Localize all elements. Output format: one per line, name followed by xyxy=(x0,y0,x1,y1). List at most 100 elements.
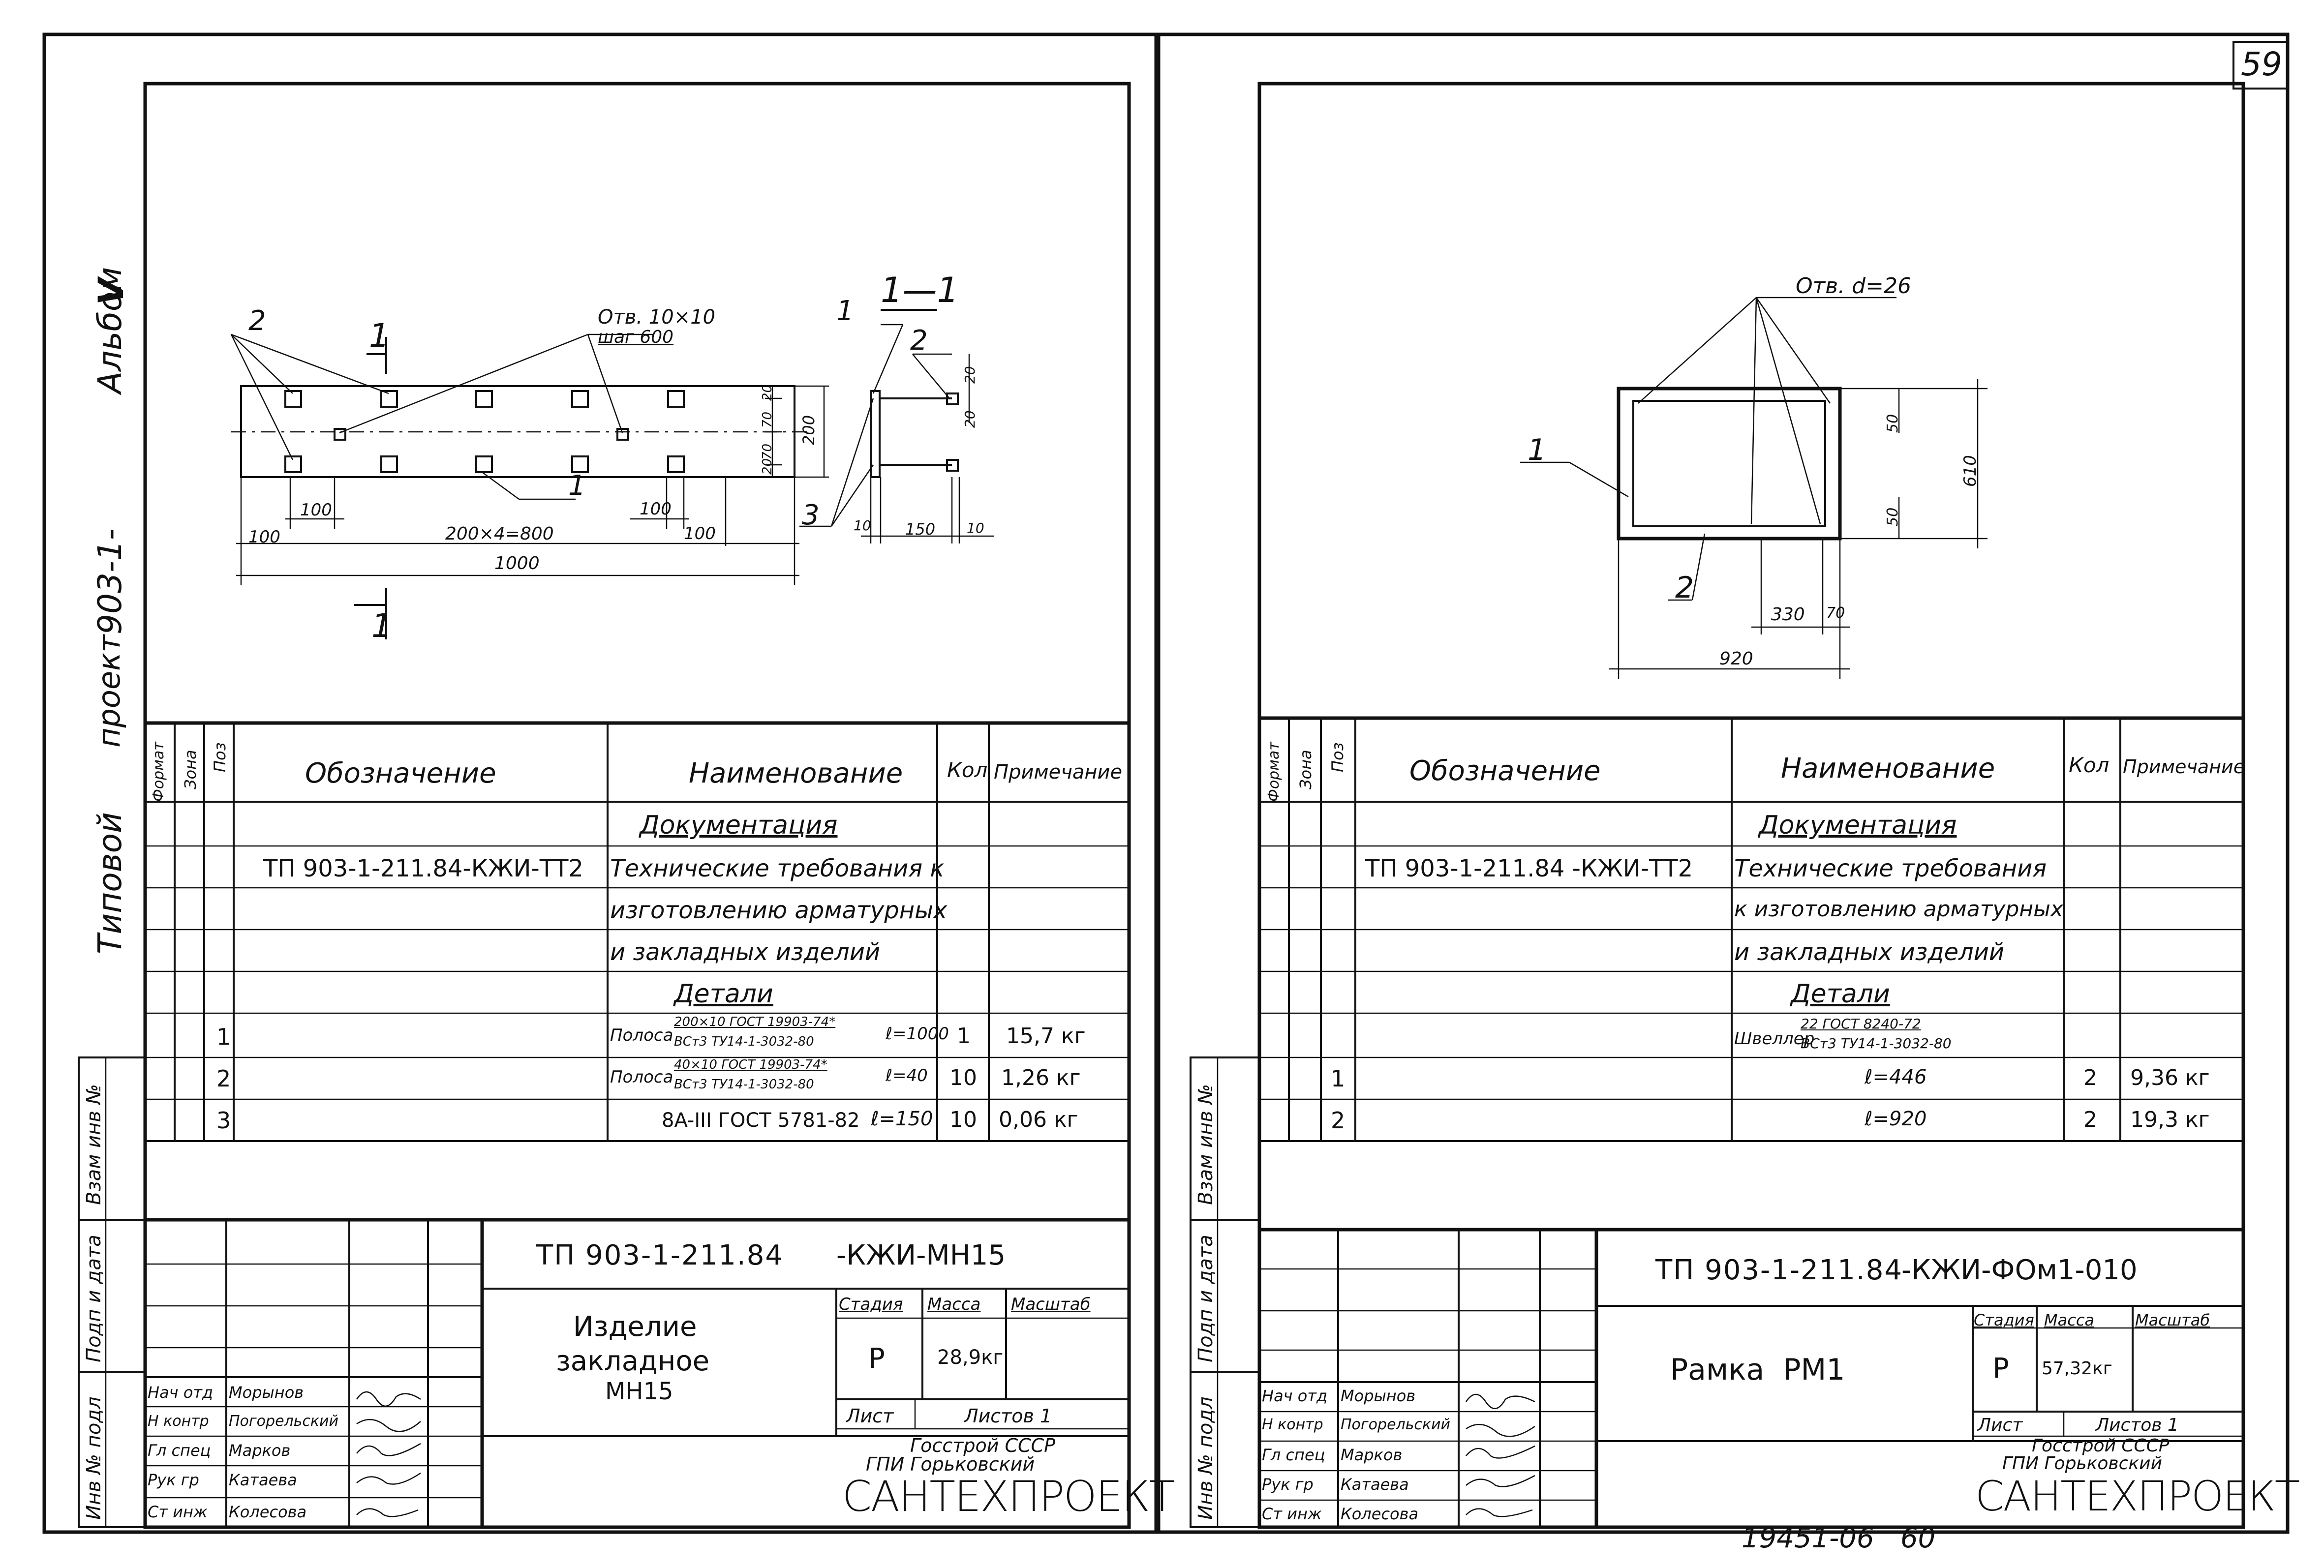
right-channel-prefix: Швеллер xyxy=(1734,1029,1815,1049)
dim-right-20-bot: 20 xyxy=(760,458,775,475)
right-doc-name-1: Технические требования xyxy=(1734,855,2047,882)
left-doc-name-3: и закладных изделий xyxy=(610,938,881,966)
right-margin-inv: Инв № подл xyxy=(1194,1396,1217,1520)
right-dim-610: 610 xyxy=(1960,455,1980,487)
left-tb-org-3: САНТЕХПРОЕКТ xyxy=(842,1472,1175,1521)
album-typical: Типовой xyxy=(91,812,129,954)
left-tb-mass-label: Масса xyxy=(927,1295,981,1314)
right-doc-name-3: и закладных изделий xyxy=(1734,938,2005,966)
archive-number: 19451-06 60 xyxy=(1742,1522,1936,1554)
left-row3-top: 8A-III ГОСТ 5781-82 xyxy=(662,1109,860,1132)
left-doc-name-1: Технические требования к xyxy=(610,855,945,882)
right-tb-scale-label: Масштаб xyxy=(2135,1311,2210,1329)
sect-dim-20-a: 20 xyxy=(962,366,978,384)
left-staff-role-4: Рук гр xyxy=(148,1471,199,1489)
left-row1-note: 15,7 кг xyxy=(1006,1024,1086,1049)
left-staff-name-5: Колесова xyxy=(229,1503,307,1521)
left-signatures xyxy=(356,1391,421,1517)
right-dim-50-top: 50 xyxy=(1884,414,1901,433)
left-row2-bot: ВСт3 ТУ14-1-3032-80 xyxy=(674,1077,814,1092)
left-section-callout-3: 3 xyxy=(802,499,820,531)
right-hdr-note: Примечание xyxy=(2123,756,2245,778)
right-row1-pos: 1 xyxy=(1331,1065,1345,1092)
right-section-docs: Документация xyxy=(1759,811,1957,840)
left-doc-code: ТП 903-1-211.84-КЖИ-ТТ2 xyxy=(263,855,583,882)
left-cut-mark-bottom: 1 xyxy=(371,607,392,645)
left-row3-len: ℓ=150 xyxy=(871,1108,933,1130)
dim-100-a: 100 xyxy=(248,527,280,547)
left-staff-role-1: Нач отд xyxy=(148,1383,214,1402)
left-doc-name-2: изготовлению арматурных xyxy=(610,897,948,924)
left-tb-item-2: закладное xyxy=(556,1345,710,1377)
sect-dim-10-a: 10 xyxy=(854,517,871,534)
right-staff-role-3: Гл спец xyxy=(1262,1446,1325,1464)
left-tb-code-suffix: -КЖИ-МН15 xyxy=(836,1239,1006,1271)
left-tb-sheets-label: Листов 1 xyxy=(964,1405,1052,1427)
right-row2-pos: 2 xyxy=(1331,1107,1345,1134)
right-row1-note: 9,36 кг xyxy=(2130,1065,2210,1090)
right-hdr-format: Формат xyxy=(1265,742,1283,802)
left-section-title: 1—1 xyxy=(881,270,959,310)
left-row2-len: ℓ=40 xyxy=(886,1066,928,1086)
right-hdr-designation: Обозначение xyxy=(1409,755,1601,787)
right-callout-2: 2 xyxy=(1675,571,1694,605)
left-row1-top: 200×10 ГОСТ 19903-74* xyxy=(674,1015,836,1029)
left-hole-note-1: Отв. 10×10 xyxy=(598,306,716,329)
right-signatures xyxy=(1465,1393,1535,1517)
left-hole-note-2: шаг 600 xyxy=(598,327,674,347)
right-tb-code: ТП 903-1-211.84 xyxy=(1655,1254,1903,1286)
left-tb-stage-label: Стадия xyxy=(839,1295,903,1314)
left-tb-org-2: ГПИ Горьковский xyxy=(866,1453,1035,1475)
right-dim-920: 920 xyxy=(1719,649,1753,669)
left-tb-sheet-label: Лист xyxy=(846,1405,894,1427)
right-row2-note: 19,3 кг xyxy=(2130,1107,2210,1132)
dim-right-70-b: 70 xyxy=(760,443,775,460)
right-tb-org-2: ГПИ Горьковский xyxy=(2002,1453,2162,1474)
dim-100-d: 100 xyxy=(684,524,716,543)
right-hdr-zone: Зона xyxy=(1296,750,1315,789)
sect-dim-20-b: 20 xyxy=(962,410,978,428)
left-row3-note: 0,06 кг xyxy=(999,1107,1078,1132)
left-section-callout-2: 2 xyxy=(910,325,928,357)
right-row1-len: ℓ=446 xyxy=(1865,1066,1927,1088)
right-staff-role-5: Ст инж xyxy=(1262,1505,1322,1523)
dim-right-20-top: 20 xyxy=(760,384,775,401)
right-tb-mass-label: Масса xyxy=(2044,1311,2095,1329)
right-tb-item: Рамка РМ1 xyxy=(1670,1353,1845,1387)
left-tb-scale-label: Масштаб xyxy=(1011,1295,1091,1314)
left-row1-prefix: Полоса xyxy=(610,1025,673,1045)
right-staff-role-2: Н контр xyxy=(1262,1416,1323,1433)
left-hdr-note: Примечание xyxy=(994,761,1123,784)
sect-dim-150: 150 xyxy=(905,520,936,539)
right-staff-name-1: Морынов xyxy=(1341,1387,1416,1405)
left-callout-2: 2 xyxy=(248,305,266,337)
right-doc-name-2: к изготовлению арматурных xyxy=(1734,897,2063,922)
right-staff-name-5: Колесова xyxy=(1341,1505,1419,1523)
right-staff-role-1: Нач отд xyxy=(1262,1387,1328,1405)
left-cut-mark-top: 1 xyxy=(369,317,390,355)
dim-right-70-a: 70 xyxy=(760,411,775,428)
right-row2-len: ℓ=920 xyxy=(1865,1108,1927,1130)
left-row1-qty: 1 xyxy=(957,1024,971,1049)
left-hdr-name: Наименование xyxy=(689,757,903,789)
right-tb-sheet-label: Лист xyxy=(1978,1415,2023,1435)
sect-dim-10-b: 10 xyxy=(967,520,984,536)
left-tb-mass: 28,9кг xyxy=(937,1346,1004,1369)
right-section-parts: Детали xyxy=(1791,979,1890,1009)
left-callout-1: 1 xyxy=(568,470,586,502)
right-tb-code-suffix: -КЖИ-ФОм1-010 xyxy=(1901,1254,2138,1286)
dim-100-b: 100 xyxy=(300,500,332,520)
right-row2-qty: 2 xyxy=(2083,1107,2097,1132)
left-section-docs: Документация xyxy=(640,811,838,840)
left-row3-qty: 10 xyxy=(949,1107,977,1132)
right-staff-name-4: Катаева xyxy=(1341,1475,1409,1494)
left-margin-vzam: Взам инв № xyxy=(83,1084,105,1205)
right-dim-70: 70 xyxy=(1826,604,1845,622)
right-hdr-pos: Поз xyxy=(1328,742,1347,772)
left-staff-role-2: Н контр xyxy=(148,1413,209,1430)
left-tb-stage: Р xyxy=(868,1343,885,1375)
left-row1-pos: 1 xyxy=(216,1024,231,1050)
right-channel-bot: ВСт3 ТУ14-1-3032-80 xyxy=(1801,1035,1952,1052)
left-staff-role-5: Ст инж xyxy=(148,1503,208,1521)
